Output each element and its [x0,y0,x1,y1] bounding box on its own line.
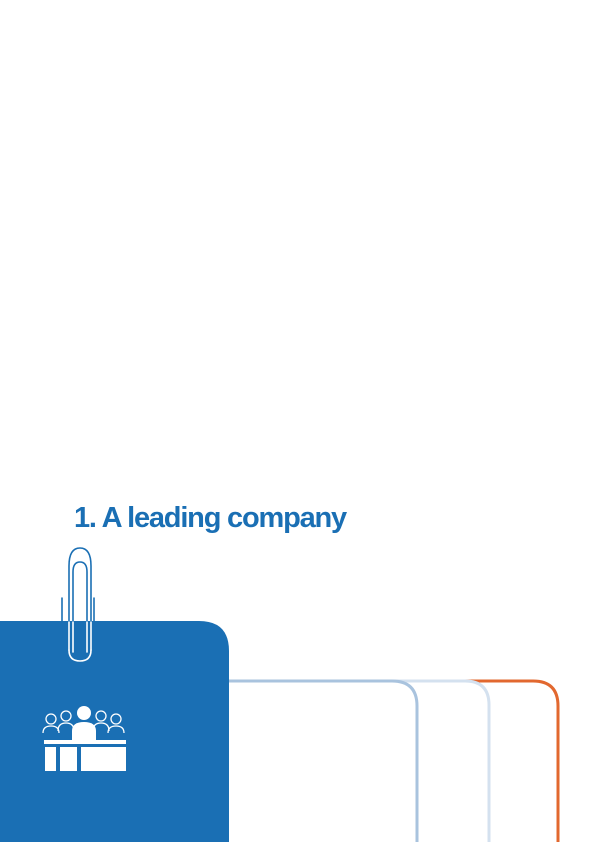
light-blue-tab-outline [350,679,491,842]
blue-folder-tab [0,621,229,842]
meeting-group-icon [42,706,126,771]
mid-blue-tab-outline [220,679,419,842]
section-title: 1. A leading company [74,502,347,534]
orange-tab-outline [430,679,560,842]
paperclip-icon [61,547,95,662]
